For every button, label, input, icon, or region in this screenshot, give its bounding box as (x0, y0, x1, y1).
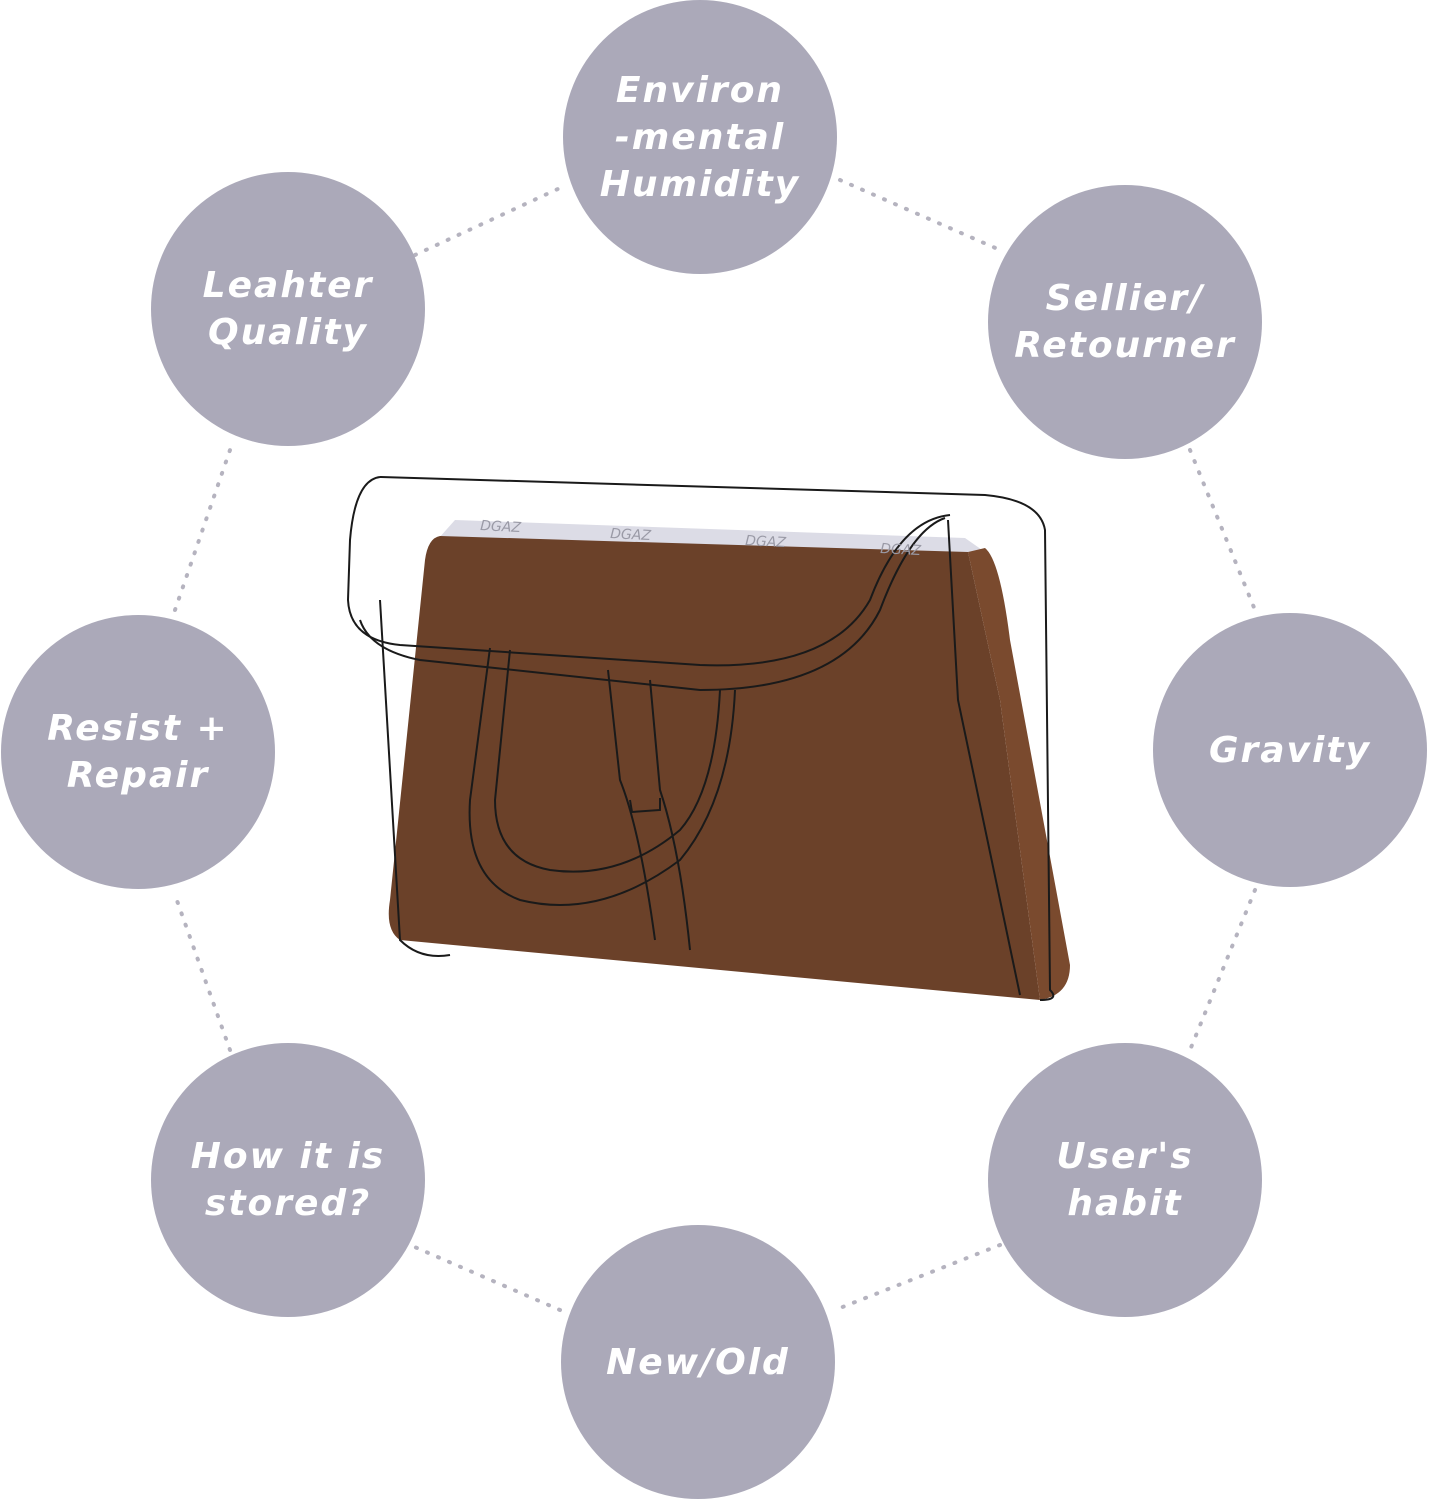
factor-label: How it is stored? (190, 1136, 386, 1224)
connector (408, 1243, 562, 1312)
brand-mark: DGAZ (880, 541, 922, 559)
brand-mark: DGAZ (745, 533, 787, 551)
shaper-side (968, 548, 1070, 1000)
connector-dots (173, 178, 1257, 1312)
bag-shaper-illustration: DGAZ DGAZ DGAZ DGAZ (346, 476, 1070, 1001)
factor-label: Gravity (1208, 729, 1372, 771)
factor-new-old: New/Old (561, 1225, 835, 1499)
factor-leather-quality: Leahter Quality (151, 172, 425, 446)
factor-label: Environ -mental Humidity (599, 69, 801, 205)
factor-how-stored: How it is stored? (151, 1043, 425, 1317)
connector (173, 893, 232, 1052)
brand-mark: DGAZ (480, 518, 522, 536)
factor-environmental-humidity: Environ -mental Humidity (563, 0, 837, 274)
factor-sellier-retourner: Sellier/ Retourner (988, 185, 1262, 459)
factor-label: User's habit (1056, 1136, 1194, 1224)
connector (838, 178, 1002, 252)
factor-label: Resist + Repair (47, 708, 229, 796)
connector (413, 186, 562, 257)
factor-gravity: Gravity (1153, 613, 1427, 887)
brand-mark: DGAZ (610, 526, 652, 544)
shaper-front (388, 536, 1040, 1000)
connector (173, 448, 232, 612)
connector (833, 1243, 1002, 1312)
factor-users-habit: User's habit (988, 1043, 1262, 1317)
factor-label: Sellier/ Retourner (1014, 278, 1236, 366)
factor-resist-repair: Resist + Repair (1, 615, 275, 889)
factor-label: New/Old (606, 1341, 790, 1383)
connector (1188, 448, 1257, 612)
factor-label: Leahter Quality (202, 265, 374, 353)
connector (1188, 888, 1257, 1052)
